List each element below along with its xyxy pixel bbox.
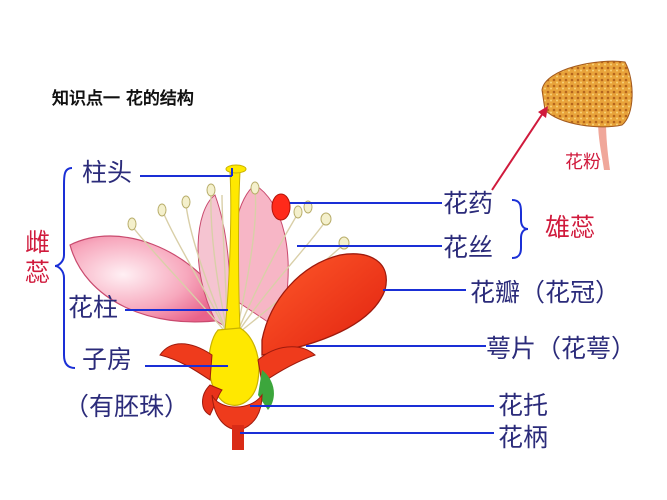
- leader-lines: [125, 168, 494, 434]
- red-anther: [271, 193, 291, 221]
- stigma: [225, 164, 247, 174]
- label-filament: 花丝: [443, 233, 494, 262]
- sepal-right: [257, 346, 316, 384]
- page-title: 知识点一 花的结构: [52, 89, 194, 109]
- label-pedicel: 花柄: [498, 423, 549, 452]
- left-pink-petal: [69, 235, 223, 323]
- label-sepal: 萼片（花萼）: [486, 334, 637, 363]
- pollen-illustration: [541, 60, 633, 170]
- label-style: 花柱: [68, 293, 119, 322]
- right-red-petal: [261, 253, 387, 356]
- pedicel: [232, 425, 244, 450]
- label-petal: 花瓣（花冠）: [470, 278, 621, 307]
- pollen-arrow: [491, 106, 548, 191]
- label-stigma: 柱头: [82, 158, 133, 187]
- label-pistil: 雌蕊: [25, 228, 51, 287]
- label-stamen: 雄蕊: [545, 213, 596, 242]
- label-receptacle: 花托: [498, 391, 549, 420]
- stamen-bracket: [511, 199, 529, 259]
- pistil-bracket: [54, 167, 76, 369]
- label-ovary: 子房: [82, 345, 133, 374]
- label-pollen: 花粉: [565, 152, 601, 173]
- label-ovule-note: （有胚珠）: [64, 392, 190, 421]
- label-anther: 花药: [443, 189, 494, 218]
- receptacle: [211, 393, 263, 431]
- sepal-left: [159, 343, 213, 381]
